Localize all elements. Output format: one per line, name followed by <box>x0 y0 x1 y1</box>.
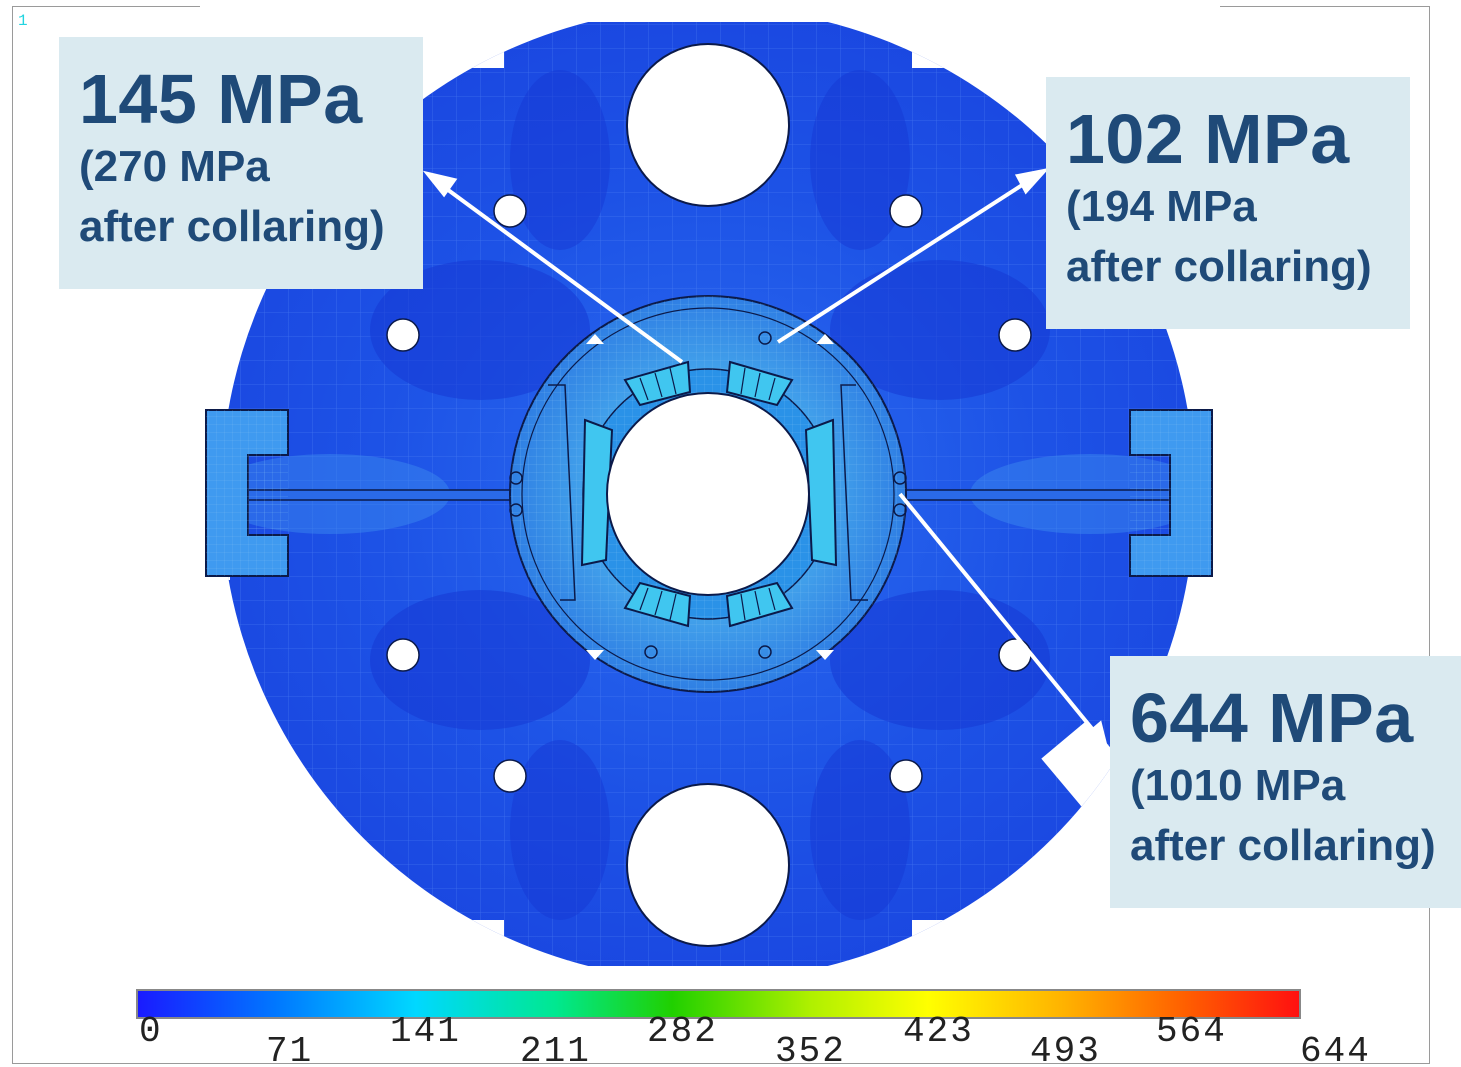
callout-detail-line: after collaring) <box>1130 821 1436 870</box>
callout-value: 145 MPa <box>79 60 363 138</box>
callout-stress-bottom-right: 644 MPa (1010 MPa after collaring) <box>1110 656 1461 908</box>
callout-detail-line: (270 MPa <box>79 142 270 191</box>
colorbar-tick: 282 <box>647 1011 718 1052</box>
colorbar-tick: 493 <box>1030 1031 1101 1067</box>
colorbar-tick: 141 <box>390 1011 461 1052</box>
colorbar-tick: 211 <box>520 1031 591 1067</box>
callout-value: 644 MPa <box>1130 679 1414 757</box>
stress-colorbar <box>136 989 1301 1019</box>
callout-value: 102 MPa <box>1066 100 1350 178</box>
callout-detail-line: (1010 MPa <box>1130 761 1346 810</box>
panel-number: 1 <box>18 12 28 30</box>
yoke-small-holes <box>386 194 1032 793</box>
magnet-bore <box>606 392 810 596</box>
colorbar-tick: 0 <box>139 1011 163 1052</box>
colorbar-tick: 423 <box>903 1011 974 1052</box>
callout-detail-line: after collaring) <box>1066 242 1372 291</box>
callout-detail-line: after collaring) <box>79 202 385 251</box>
colorbar-tick: 352 <box>775 1031 846 1067</box>
callout-arrows <box>422 167 1110 753</box>
callout-stress-top-right: 102 MPa (194 MPa after collaring) <box>1046 77 1410 329</box>
callout-stress-left: 145 MPa (270 MPa after collaring) <box>59 37 423 289</box>
side-key-right <box>1129 409 1213 577</box>
side-key-left <box>205 409 289 577</box>
callout-detail-line: (194 MPa <box>1066 182 1257 231</box>
colorbar-tick: 71 <box>266 1031 314 1067</box>
colorbar-tick: 644 <box>1300 1031 1371 1067</box>
yoke-hole-bottom <box>626 783 790 947</box>
colorbar-tick: 564 <box>1156 1011 1227 1052</box>
yoke-hole-top <box>626 43 790 207</box>
